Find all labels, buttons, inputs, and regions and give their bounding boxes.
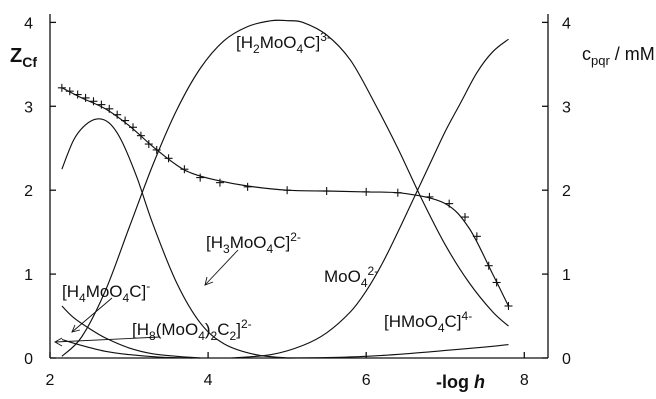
- data-point-marker: [129, 123, 137, 132]
- y2-tick-label: 4: [562, 15, 571, 32]
- series-curve-6: [61, 338, 193, 359]
- data-point-marker: [89, 97, 98, 106]
- species-label-h1: [HMoO4C]4-: [384, 309, 472, 335]
- data-point-marker: [472, 232, 481, 241]
- data-point-marker: [393, 188, 402, 197]
- species-label-h8: [H8(MoO4)2C2]2-: [132, 317, 252, 343]
- arrow-h4-line: [71, 297, 113, 333]
- species-label-h2: [H2MoO4C]3-: [236, 30, 331, 56]
- data-point-marker: [113, 110, 122, 119]
- data-point-marker: [152, 145, 161, 154]
- y-tick-label: 3: [24, 99, 33, 116]
- data-point-marker: [445, 199, 454, 208]
- y-axis-right-title: cpqr / mM: [582, 44, 655, 68]
- data-point-marker: [461, 213, 469, 222]
- data-point-marker: [180, 165, 189, 174]
- x-tick-label: 6: [362, 372, 371, 389]
- chart-annotations: [H2MoO4C]3- [H3MoO4C]2- MoO42- [H4MoO4C]- [H…: [62, 30, 472, 343]
- arrow-h8-line: [54, 336, 161, 343]
- species-label-h3: [H3MoO4C]2-: [206, 230, 301, 256]
- data-point-marker: [121, 116, 130, 125]
- chart-markers: [57, 83, 513, 310]
- x-tick-label: 4: [204, 372, 213, 389]
- y-tick-label: 2: [24, 183, 33, 200]
- y2-tick-label: 2: [562, 183, 571, 200]
- data-point-marker: [322, 187, 331, 196]
- x-axis-title: -log h: [436, 372, 485, 392]
- data-point-marker: [215, 178, 224, 187]
- arrow-h8-head: [54, 337, 63, 347]
- series-curve-3: [61, 19, 509, 357]
- data-point-marker: [105, 104, 114, 113]
- data-point-marker: [425, 192, 434, 201]
- y-axis-left-title: ZCf: [10, 45, 37, 70]
- y-tick-label: 1: [24, 267, 33, 284]
- arrow-h3-head: [204, 276, 214, 286]
- data-point-marker: [283, 186, 292, 195]
- species-label-h4: [H4MoO4C]-: [62, 279, 150, 305]
- chart-curves: [61, 19, 510, 359]
- series-curve-5: [61, 305, 201, 359]
- data-point-marker: [73, 90, 82, 99]
- data-point-marker: [57, 83, 66, 92]
- species-label-moo4: MoO42-: [324, 264, 378, 290]
- x-tick-label: 2: [46, 372, 55, 389]
- x-tick-label: 8: [520, 372, 529, 389]
- series-curve-7: [287, 344, 509, 359]
- data-point-marker: [136, 131, 145, 140]
- chart-axes: [49, 14, 549, 359]
- data-point-marker: [81, 93, 90, 102]
- data-point-marker: [97, 100, 106, 109]
- y-tick-label: 0: [24, 351, 33, 368]
- y2-tick-label: 0: [562, 351, 571, 368]
- data-point-marker: [362, 187, 371, 196]
- chart-ticks: 2 4 6 8 0 1 2 3 4 0 1 2 3 4: [24, 15, 571, 389]
- series-curve-2: [61, 118, 288, 359]
- data-point-marker: [65, 87, 74, 96]
- y-tick-label: 4: [24, 15, 33, 32]
- data-point-marker: [144, 140, 153, 149]
- data-point-marker: [243, 182, 252, 191]
- arrow-h4-head: [71, 324, 81, 333]
- y2-tick-label: 1: [562, 267, 571, 284]
- annotation-arrows: [54, 249, 239, 347]
- data-point-marker: [164, 154, 173, 163]
- y2-tick-label: 3: [562, 99, 571, 116]
- data-point-marker: [492, 278, 501, 287]
- data-point-marker: [484, 261, 493, 270]
- arrow-h3-line: [204, 249, 239, 286]
- data-point-marker: [196, 173, 205, 182]
- data-point-marker: [504, 301, 513, 310]
- series-curve-4: [231, 38, 509, 359]
